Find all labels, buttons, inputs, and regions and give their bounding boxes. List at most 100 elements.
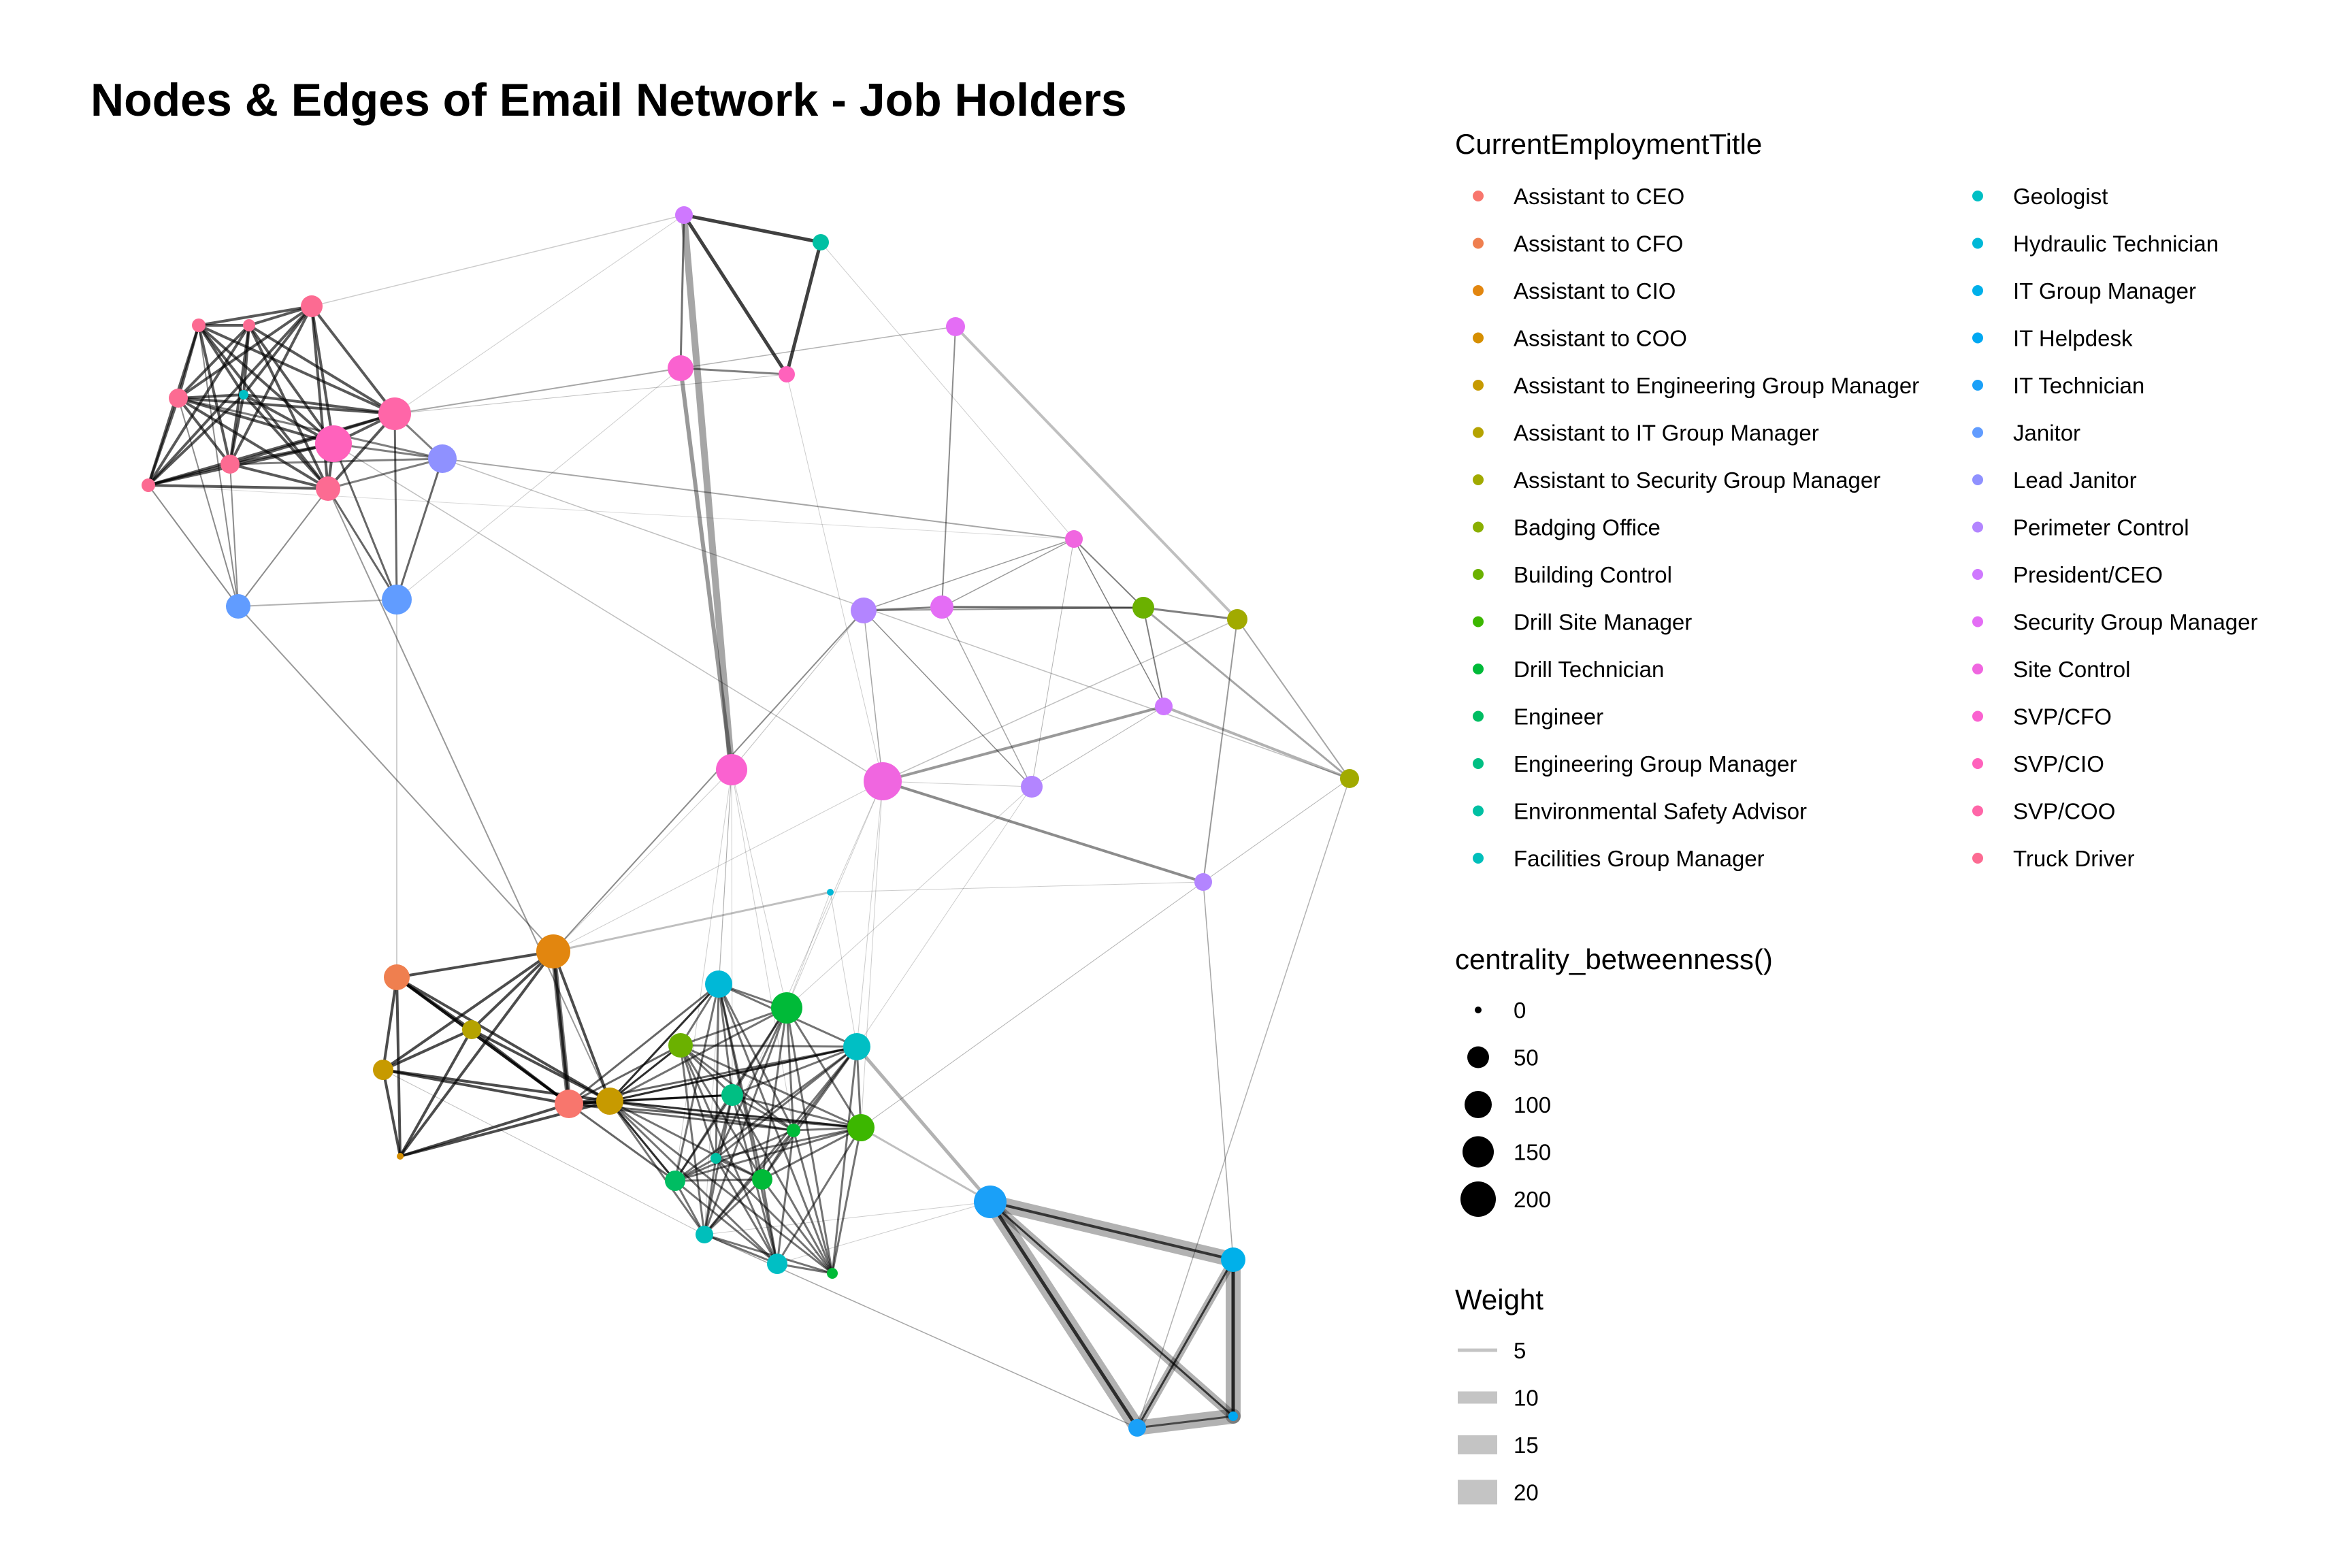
network-node bbox=[813, 234, 829, 250]
network-node bbox=[974, 1186, 1007, 1218]
legend: CurrentEmploymentTitle Assistant to CEOA… bbox=[1455, 128, 2258, 1505]
network-edge bbox=[989, 1200, 1235, 1261]
legend-color-entry: SVP/CIO bbox=[1972, 751, 2104, 777]
legend-color-label: Drill Technician bbox=[1514, 657, 1664, 682]
legend-color-swatch bbox=[1972, 238, 1983, 249]
legend-color-swatch bbox=[1972, 616, 1983, 627]
network-edge bbox=[761, 1178, 779, 1265]
network-edge bbox=[704, 1201, 991, 1235]
legend-color-label: Assistant to COO bbox=[1514, 326, 1687, 351]
network-edge bbox=[177, 397, 444, 460]
legend-color-entry: Hydraulic Technician bbox=[1972, 231, 2219, 257]
legend-color-label: Drill Site Manager bbox=[1514, 610, 1692, 635]
network-node bbox=[675, 206, 693, 224]
network-node bbox=[192, 318, 206, 332]
legend-color-label: Janitor bbox=[2013, 421, 2080, 446]
network-edge bbox=[785, 1007, 862, 1129]
network-node bbox=[142, 478, 155, 492]
legend-color-label: Facilities Group Manager bbox=[1514, 846, 1765, 871]
network-edge bbox=[197, 324, 335, 445]
network-node bbox=[827, 889, 834, 896]
network-edge bbox=[395, 976, 402, 1158]
legend-color-label: Lead Janitor bbox=[2013, 468, 2137, 493]
network-edge bbox=[608, 1100, 764, 1181]
legend-weight-label: 20 bbox=[1514, 1480, 1539, 1505]
network-edge bbox=[776, 1129, 795, 1265]
network-edge bbox=[785, 240, 823, 376]
network-node bbox=[1065, 530, 1083, 548]
network-edge bbox=[147, 484, 329, 490]
legend-weight-entry: 5 bbox=[1458, 1338, 1526, 1363]
legend-size-title: centrality_betweenness() bbox=[1455, 943, 1773, 975]
network-edge bbox=[786, 786, 1032, 1009]
network-edge bbox=[608, 1100, 779, 1265]
network-node bbox=[705, 970, 732, 998]
network-edge bbox=[703, 1233, 779, 1265]
network-edge bbox=[731, 769, 787, 1009]
network-edge bbox=[382, 976, 398, 1071]
network-edge bbox=[327, 488, 610, 1102]
network-edge bbox=[177, 397, 396, 415]
network-edge bbox=[674, 1094, 734, 1182]
network-edge bbox=[395, 457, 444, 601]
network-edge bbox=[1136, 1415, 1235, 1429]
network-edge bbox=[229, 393, 245, 466]
network-edge bbox=[792, 1129, 834, 1275]
network-edge bbox=[608, 1100, 862, 1129]
node-layer bbox=[142, 206, 1359, 1437]
legend-color-entry: Building Control bbox=[1473, 562, 1672, 587]
legend-color-label: Geologist bbox=[2013, 184, 2108, 209]
network-node bbox=[665, 1171, 685, 1191]
network-edge bbox=[786, 374, 883, 782]
legend-color-entry: Assistant to COO bbox=[1473, 326, 1687, 351]
network-node bbox=[668, 355, 693, 381]
legend-color-label: Site Control bbox=[2013, 657, 2130, 682]
network-node bbox=[536, 934, 570, 968]
legend-color-label: IT Helpdesk bbox=[2013, 326, 2133, 351]
legend-color-entry: Badging Office bbox=[1473, 515, 1661, 540]
network-edge bbox=[704, 769, 732, 1235]
network-edge bbox=[785, 1007, 834, 1275]
network-edge bbox=[396, 368, 681, 600]
legend-color-label: Hydraulic Technician bbox=[2013, 231, 2219, 257]
network-edge bbox=[679, 367, 788, 376]
network-edge bbox=[680, 326, 956, 369]
legend-color-entry: Janitor bbox=[1972, 421, 2080, 446]
legend-color-label: SVP/CIO bbox=[2013, 751, 2104, 777]
legend-color-entry: Geologist bbox=[1972, 184, 2108, 209]
network-edge bbox=[863, 607, 1144, 611]
legend-weight-swatch bbox=[1458, 1391, 1497, 1404]
network-edge bbox=[1142, 606, 1351, 780]
chart-title: Nodes & Edges of Email Network - Job Hol… bbox=[91, 74, 1127, 126]
legend-weight-entry: 15 bbox=[1458, 1433, 1539, 1458]
legend-color-label: President/CEO bbox=[2013, 562, 2163, 587]
legend-size-swatch bbox=[1465, 1091, 1492, 1118]
legend-color-swatch bbox=[1473, 664, 1484, 674]
legend-color-swatch bbox=[1972, 521, 1983, 533]
network-edge bbox=[703, 1094, 734, 1236]
network-edge bbox=[941, 606, 1032, 787]
network-edge bbox=[882, 781, 1032, 787]
legend-color-label: Building Control bbox=[1514, 562, 1672, 587]
network-edge bbox=[863, 538, 1075, 611]
legend-color-label: Engineer bbox=[1514, 704, 1603, 730]
network-edge bbox=[761, 1045, 858, 1181]
network-node bbox=[315, 425, 352, 462]
network-edge bbox=[229, 412, 396, 466]
legend-size-entry: 100 bbox=[1465, 1091, 1551, 1118]
network-edge bbox=[679, 1007, 788, 1047]
network-edge bbox=[731, 610, 864, 770]
network-edge bbox=[989, 1200, 1235, 1418]
network-edge bbox=[674, 1178, 764, 1182]
legend-color-swatch bbox=[1972, 710, 1983, 722]
legend-color-entry: IT Helpdesk bbox=[1972, 326, 2133, 351]
network-edge bbox=[715, 1045, 858, 1160]
network-edge bbox=[148, 485, 239, 607]
legend-size-entry: 150 bbox=[1463, 1136, 1551, 1168]
network-node bbox=[771, 992, 802, 1024]
network-node bbox=[1221, 1247, 1245, 1272]
network-edge bbox=[310, 305, 335, 445]
network-edge bbox=[674, 1179, 779, 1265]
network-edge bbox=[238, 606, 554, 952]
